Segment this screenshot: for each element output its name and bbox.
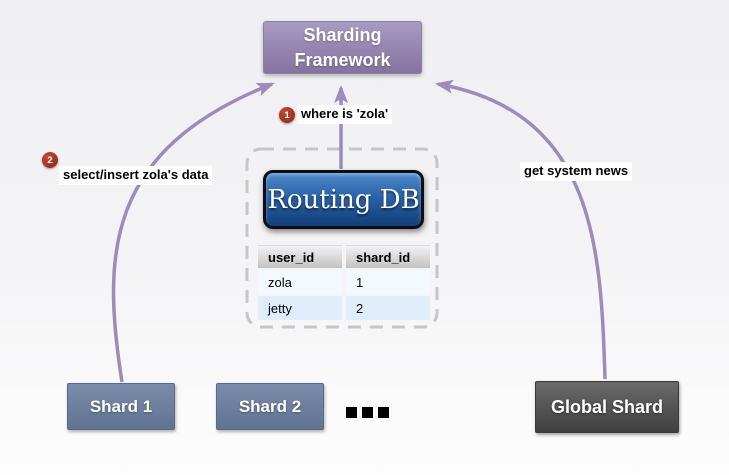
step1-label: where is 'zola' xyxy=(297,105,393,124)
shard2-label: Shard 2 xyxy=(238,396,302,416)
ellipsis-dot xyxy=(346,407,357,418)
ellipsis-dot xyxy=(378,407,389,418)
ellipsis-dot xyxy=(362,407,373,418)
table-cell: 1 xyxy=(346,270,430,294)
sharding-framework-label: Sharding Framework xyxy=(294,25,391,70)
table-row: jetty 2 xyxy=(258,296,430,320)
routing-db-label: Routing DB xyxy=(267,184,420,215)
get-system-news-label: get system news xyxy=(520,162,633,181)
table-cell: 2 xyxy=(346,296,430,320)
shard1-label: Shard 1 xyxy=(89,396,153,416)
table-row: zola 1 xyxy=(258,270,430,294)
arrow-shard1-to-framework xyxy=(111,82,275,383)
shard2-box: Shard 2 xyxy=(216,383,324,430)
table-cell: jetty xyxy=(258,296,342,320)
routing-table-header-row: user_id shard_id xyxy=(258,245,430,268)
sharding-framework-box: Sharding Framework xyxy=(263,21,422,74)
global-shard-box: Global Shard xyxy=(535,381,679,433)
step1-badge: 1 xyxy=(279,107,295,123)
column-header-shard-id: shard_id xyxy=(346,245,430,268)
routing-db-box: Routing DB xyxy=(263,170,424,229)
step2-label: select/insert zola's data xyxy=(59,166,213,185)
more-shards-ellipsis-icon xyxy=(346,407,389,418)
routing-table: user_id shard_id zola 1 jetty 2 xyxy=(254,243,434,322)
step2-badge: 2 xyxy=(42,152,58,168)
table-cell: zola xyxy=(258,270,342,294)
arrow-globalshard-to-framework xyxy=(435,79,607,380)
column-header-user-id: user_id xyxy=(258,245,342,268)
shard1-box: Shard 1 xyxy=(67,383,175,430)
global-shard-label: Global Shard xyxy=(550,396,664,417)
